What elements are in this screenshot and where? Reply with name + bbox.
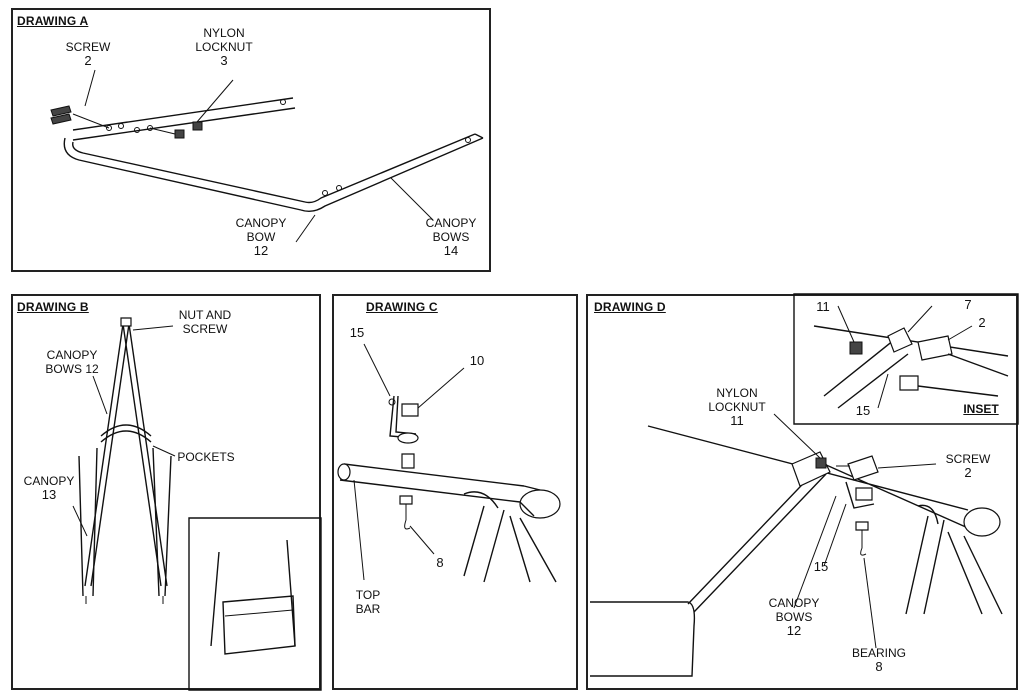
inset-part-2-label: 2 [978, 315, 986, 330]
inset-part-11-label: 11 [816, 299, 830, 314]
drawing-b-illustration [13, 296, 323, 692]
canopy-bows-12-label: CANOPY BOWS 12 [45, 348, 99, 376]
drawing-a-illustration [13, 10, 493, 274]
canopy-bow-label: CANOPY BOW 12 [235, 216, 287, 258]
bearing-8-label: BEARING 8 [851, 646, 906, 674]
drawing-b-title: DRAWING B [17, 300, 89, 314]
drawing-d-title: DRAWING D [594, 300, 666, 314]
part-15-label: 15 [349, 325, 365, 340]
canopy-13-label: CANOPY 13 [23, 474, 75, 502]
part-8-label: 8 [436, 555, 444, 570]
inset-part-7-label: 7 [964, 297, 972, 312]
drawing-a-panel: DRAWING A SCREW 2 NYLON [11, 8, 491, 272]
screw-label: SCREW 2 [65, 40, 111, 68]
drawing-d-panel: DRAWING D 11 7 [586, 294, 1018, 690]
screw-2-label: SCREW 2 [945, 452, 991, 480]
canopy-bows-12-label: CANOPY BOWS 12 [768, 596, 820, 638]
drawing-c-illustration [334, 296, 580, 692]
inset-part-15-label: 15 [855, 403, 871, 418]
drawing-a-title: DRAWING A [17, 14, 89, 28]
drawing-c-panel: DRAWING C 15 10 8 TOP BAR [332, 294, 578, 690]
nut-and-screw-label: NUT AND SCREW [178, 308, 232, 336]
inset-label: INSET [963, 402, 999, 416]
canopy-bows-label: CANOPY BOWS 14 [425, 216, 477, 258]
nylon-locknut-11-label: NYLON LOCKNUT 11 [708, 386, 766, 428]
pockets-label: POCKETS [177, 450, 235, 464]
nylon-locknut-label: NYLON LOCKNUT 3 [195, 26, 253, 68]
top-bar-label: TOP BAR [355, 588, 381, 616]
drawing-b-panel: DRAWING B NUT AND SCREW CANOPY BOWS 12 P… [11, 294, 321, 690]
drawing-d-illustration [588, 296, 1020, 692]
part-10-label: 10 [469, 353, 485, 368]
part-15-label: 15 [813, 559, 829, 574]
drawing-c-title: DRAWING C [366, 300, 438, 314]
